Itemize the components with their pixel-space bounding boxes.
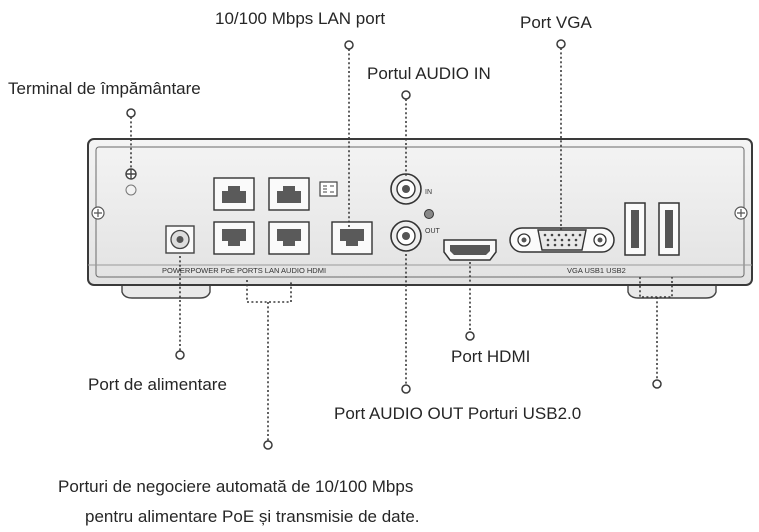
indicator-icon: [319, 181, 338, 197]
callout-audio-out-usb: Port AUDIO OUT Porturi USB2.0: [334, 404, 582, 423]
audio-jack-icon: [390, 173, 434, 252]
hdmi-port-icon: [443, 239, 497, 261]
callout-poe-ports-line2: pentru alimentare PoE și transmisie de d…: [85, 507, 420, 526]
callout-audio-in: Portul AUDIO IN: [367, 64, 491, 83]
audio-out-label: OUT: [425, 228, 441, 235]
callout-vga-port: Port VGA: [520, 13, 592, 32]
screw-icon: [91, 206, 748, 220]
usb-port-icon: [624, 202, 680, 256]
power-connector-icon: [165, 225, 195, 254]
panel-label-left: POWERPOWER PoE PORTS LAN AUDIO HDMI: [162, 266, 326, 275]
ground-symbol-icon: [125, 168, 137, 196]
vga-port-icon: [509, 227, 615, 253]
callout-power-port: Port de alimentare: [88, 375, 227, 394]
callout-ground-terminal: Terminal de împământare: [8, 79, 201, 98]
panel-label-right: VGA USB1 USB2: [567, 266, 626, 275]
rj45-port-icon: [213, 177, 373, 255]
device-chassis: [87, 138, 753, 286]
leader-lines: [126, 39, 673, 450]
callout-poe-ports-line1: Porturi de negociere automată de 10/100 …: [58, 477, 414, 496]
audio-in-label: IN: [425, 189, 432, 196]
callout-hdmi-port: Port HDMI: [451, 347, 531, 366]
callout-lan-port: 10/100 Mbps LAN port: [215, 9, 386, 28]
